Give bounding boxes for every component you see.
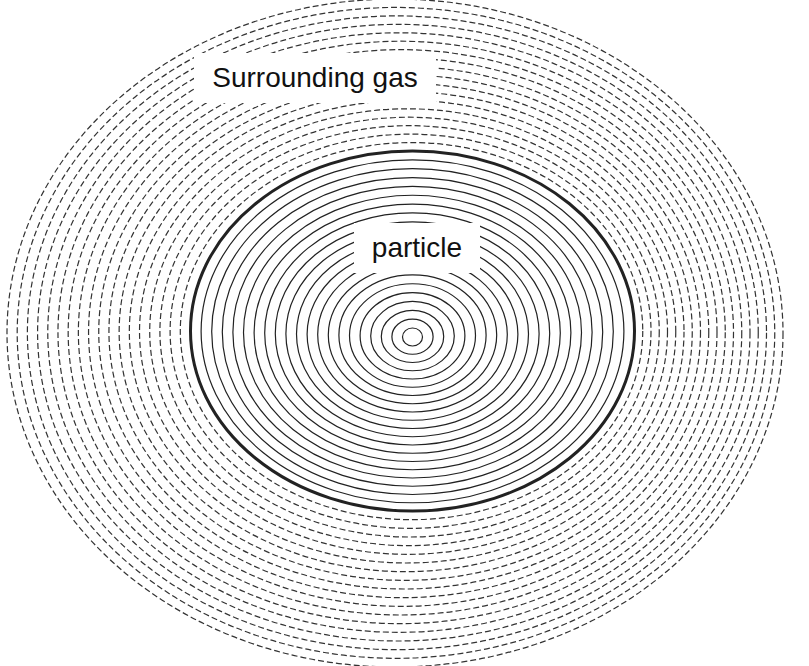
solid-ring <box>350 284 476 388</box>
solid-ring <box>275 222 549 445</box>
solid-ring <box>339 275 486 396</box>
solid-ring <box>222 178 602 487</box>
gas-region: Surrounding gas particle <box>5 0 785 666</box>
dashed-ring <box>27 16 766 650</box>
solid-ring <box>244 195 582 470</box>
particle-circle: particle <box>190 150 635 512</box>
solid-ring <box>371 301 455 370</box>
solid-ring <box>360 293 465 379</box>
dashed-ring <box>160 126 659 537</box>
dashed-ring <box>129 100 684 563</box>
region-label: Surrounding gas <box>194 53 435 103</box>
dashed-ring <box>38 24 759 641</box>
solid-ring <box>265 213 561 453</box>
dashed-ring <box>140 109 676 555</box>
dashed-ring <box>58 41 742 623</box>
dashed-ring <box>170 134 651 528</box>
dashed-ring <box>48 33 750 633</box>
dashed-ring <box>99 75 709 589</box>
solid-ring <box>403 328 423 346</box>
dashed-ring <box>68 50 733 615</box>
dashed-ring <box>17 7 775 658</box>
solid-ring <box>328 266 496 404</box>
particle-circle-rings <box>190 150 635 512</box>
dashed-ring <box>119 92 692 572</box>
solid-ring <box>307 248 518 420</box>
solid-ring <box>318 257 508 412</box>
dashed-ring <box>78 58 725 606</box>
solid-ring <box>381 310 443 362</box>
solid-ring <box>233 186 592 478</box>
dashed-ring <box>7 0 783 666</box>
solid-ring <box>254 204 571 461</box>
region-label: particle <box>354 223 480 273</box>
solid-ring <box>201 160 624 503</box>
dashed-ring <box>180 143 642 520</box>
solid-ring <box>212 169 614 495</box>
dashed-ring <box>150 117 668 545</box>
dashed-ring <box>109 83 701 580</box>
solid-ring <box>392 319 433 354</box>
particle-boundary <box>191 151 635 511</box>
dashed-ring <box>89 67 717 598</box>
